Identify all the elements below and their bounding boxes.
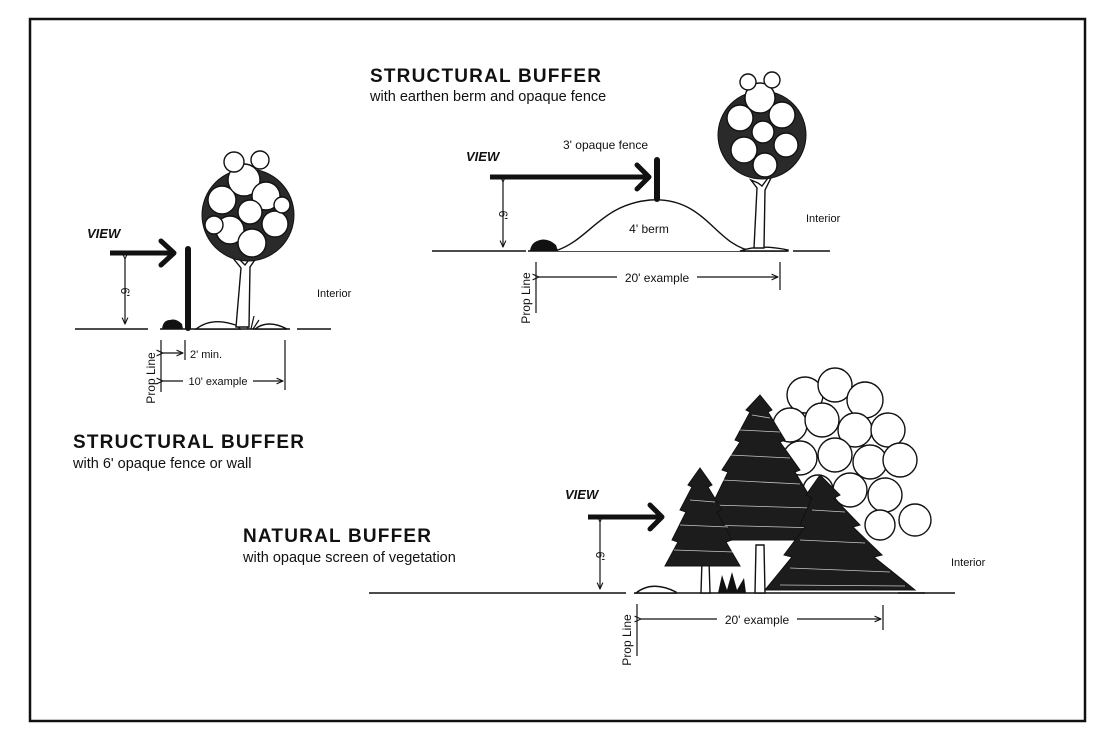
conifer-tree bbox=[664, 467, 741, 594]
panel-natural: NATURAL BUFFER with opaque screen of veg… bbox=[242, 367, 986, 666]
width-dimension-label: 20' example bbox=[725, 613, 790, 627]
min-setback-label: 2' min. bbox=[190, 349, 222, 361]
interior-label: Interior bbox=[806, 213, 841, 225]
mulch-mound bbox=[634, 585, 677, 594]
width-dimension-label: 20' example bbox=[625, 271, 690, 285]
mulch-mound bbox=[252, 323, 288, 330]
view-label: VIEW bbox=[565, 487, 600, 502]
fence-label: 3' opaque fence bbox=[563, 138, 648, 152]
conifer-tree bbox=[699, 394, 829, 594]
diagram-frame bbox=[28, 17, 1087, 723]
view-arrow-icon bbox=[588, 502, 665, 532]
panel-subtitle: with opaque screen of vegetation bbox=[242, 550, 456, 566]
height-dimension-label: 6' bbox=[118, 288, 132, 297]
panel-title: NATURAL BUFFER bbox=[243, 526, 432, 547]
view-label: VIEW bbox=[466, 149, 501, 164]
height-dimension-label: 6' bbox=[496, 211, 510, 220]
earthen-berm bbox=[554, 199, 753, 252]
view-arrow-icon bbox=[110, 238, 177, 268]
view-label: VIEW bbox=[87, 226, 122, 241]
deciduous-tree bbox=[717, 71, 807, 252]
width-dimension-label: 10' example bbox=[189, 376, 248, 388]
panel-title: STRUCTURAL BUFFER bbox=[73, 432, 305, 453]
prop-line-label: Prop Line bbox=[144, 352, 158, 404]
panel-subtitle: with 6' opaque fence or wall bbox=[72, 456, 252, 472]
panel-structural-fence: VIEW 6' bbox=[72, 150, 352, 472]
panel-subtitle: with earthen berm and opaque fence bbox=[369, 89, 606, 105]
prop-line-label: Prop Line bbox=[519, 272, 533, 324]
interior-label: Interior bbox=[317, 288, 352, 300]
shrub bbox=[718, 572, 746, 593]
prop-line-label: Prop Line bbox=[620, 614, 634, 666]
mulch-mound bbox=[193, 321, 242, 330]
panel-structural-berm: STRUCTURAL BUFFER with earthen berm and … bbox=[369, 66, 841, 324]
view-arrow-icon bbox=[490, 162, 652, 192]
berm-label: 4' berm bbox=[629, 222, 669, 236]
shrub bbox=[530, 239, 558, 251]
shrub bbox=[162, 319, 183, 329]
panel-title: STRUCTURAL BUFFER bbox=[370, 66, 602, 87]
deciduous-tree bbox=[201, 150, 295, 328]
height-dimension-label: 6' bbox=[593, 552, 607, 561]
interior-label: Interior bbox=[951, 557, 986, 569]
conifer-tree bbox=[763, 474, 917, 591]
